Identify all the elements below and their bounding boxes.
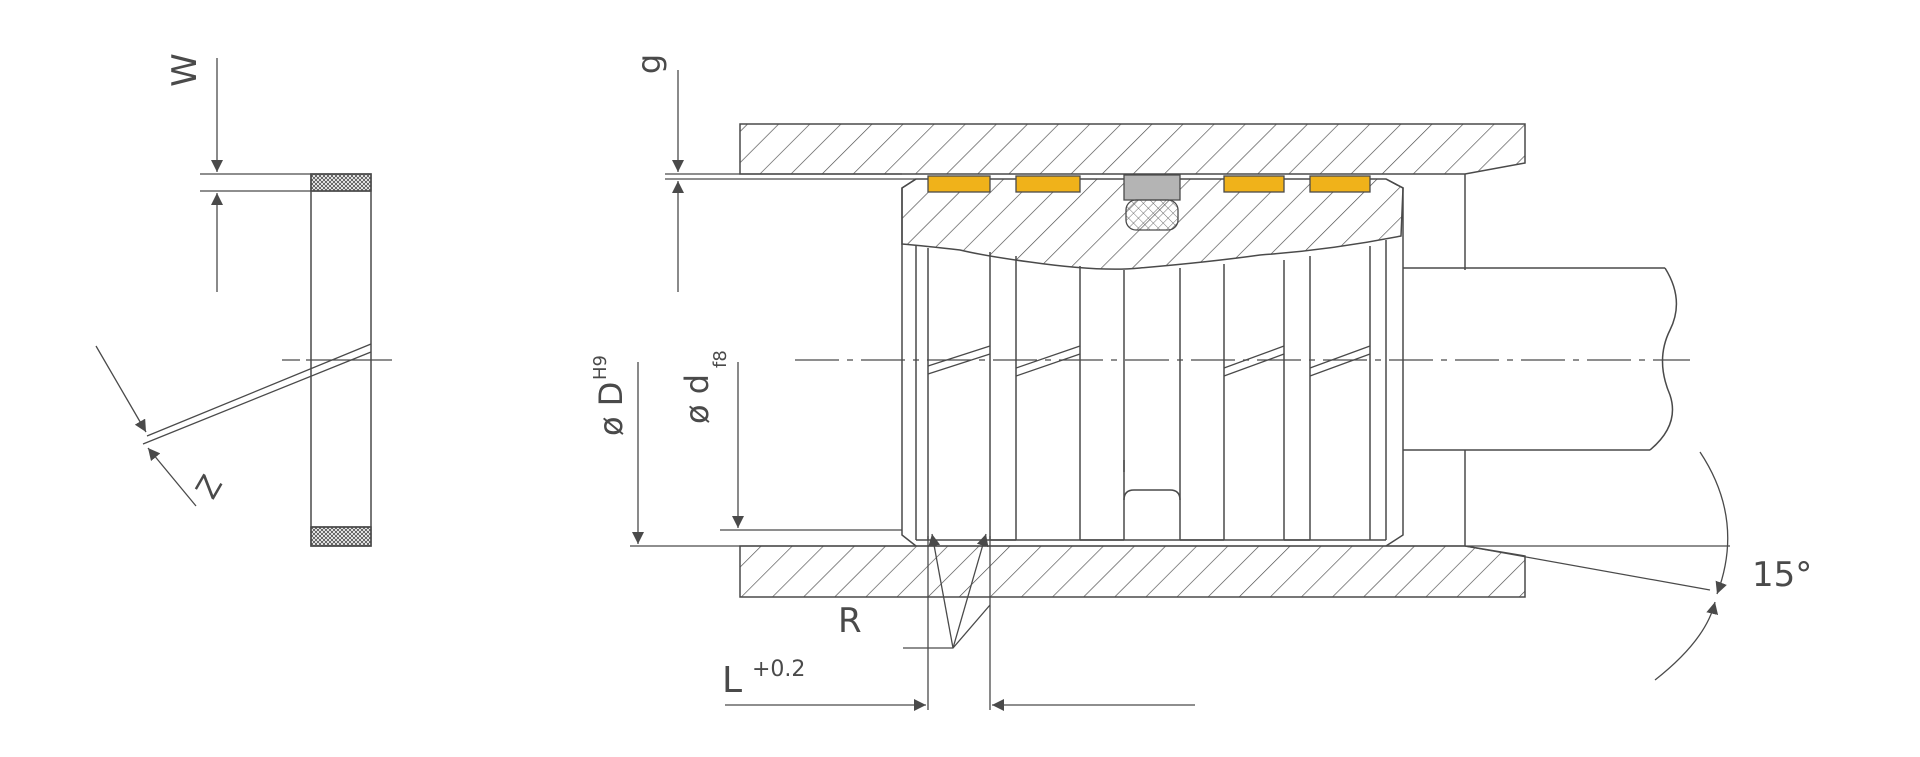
z-label: Z [189,470,230,505]
guide-ring-side-view [95,58,392,547]
guide-strip-3 [1223,175,1285,193]
ring-top-section [310,173,372,192]
extension-lines [630,173,1730,591]
upper-housing [739,123,1526,270]
dimension-arrows [632,70,1729,711]
length-label: L [722,660,742,701]
piston-seal [1123,174,1181,231]
g-label: g [630,54,668,74]
guide-strip-1 [927,175,991,193]
lower-housing [739,450,1526,598]
rod-tolerance: f8 [710,350,731,368]
radius-label: R [838,601,862,641]
bore-tolerance: H9 [590,355,611,380]
length-tolerance: +0.2 [752,657,805,682]
rod-diameter-label: ø d f8 [678,350,731,424]
cut-ring-lines [927,345,1371,377]
ring-bottom-section [310,526,372,547]
piston-rod [1403,267,1678,451]
w-label: W [165,53,205,87]
bore-diameter-label: ø D H9 [590,355,630,436]
bore-symbol: ø D [592,382,630,436]
guide-strip-2 [1015,175,1081,193]
guide-strips [927,175,1371,193]
rod-symbol: ø d [678,374,716,424]
angle-label: 15° [1752,555,1812,595]
guide-strip-4 [1309,175,1371,193]
piston-lands [901,178,1404,547]
